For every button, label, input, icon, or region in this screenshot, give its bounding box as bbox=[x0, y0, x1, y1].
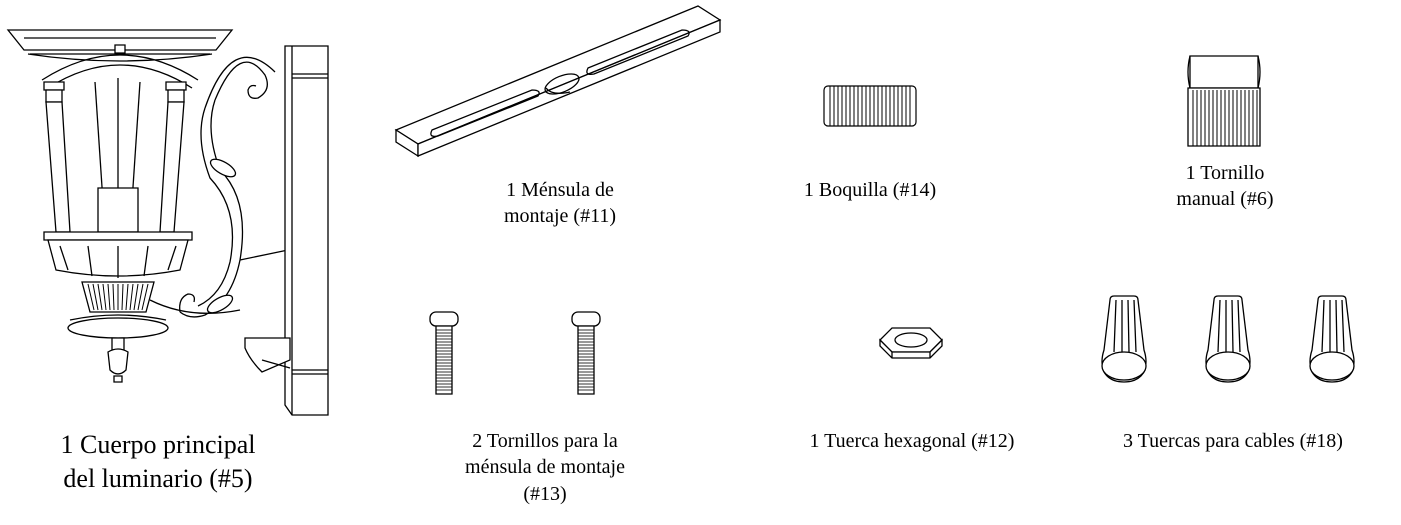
bracket-screw-drawing-1 bbox=[426, 308, 462, 398]
thumb-screw-label-line1: 1 Tornillo bbox=[1185, 162, 1265, 184]
thumb-screw-label: 1 Tornillo manual (#6) bbox=[1135, 160, 1315, 213]
wire-nut-drawing-1 bbox=[1098, 292, 1150, 386]
wire-nut-drawing-3 bbox=[1306, 292, 1358, 386]
lantern-fixture-drawing bbox=[0, 20, 340, 420]
nipple-label: 1 Boquilla (#14) bbox=[790, 177, 950, 203]
bracket-screws-label-line3: (#13) bbox=[523, 482, 567, 505]
main-body-label-line2: del luminario (#5) bbox=[63, 463, 253, 493]
bracket-screws-label-line1: 2 Tornillos para la bbox=[472, 430, 618, 452]
thumb-screw-drawing bbox=[1184, 52, 1264, 152]
hex-nut-label-line1: 1 Tuerca hexagonal (#12) bbox=[809, 430, 1015, 452]
wire-nuts-label-line1: 3 Tuercas para cables (#18) bbox=[1123, 430, 1343, 452]
main-body-label: 1 Cuerpo principal del luminario (#5) bbox=[38, 428, 278, 496]
hex-nut-drawing bbox=[876, 322, 946, 362]
nipple-drawing bbox=[820, 82, 920, 132]
main-body-label-line1: 1 Cuerpo principal bbox=[60, 430, 256, 459]
bracket-screws-label: 2 Tornillos para la ménsula de montaje (… bbox=[425, 428, 665, 507]
hex-nut-label: 1 Tuerca hexagonal (#12) bbox=[770, 428, 1054, 454]
bracket-label-line2: montaje (#11) bbox=[503, 205, 616, 228]
bracket-label-line1: 1 Ménsula de bbox=[506, 179, 614, 201]
wire-nut-drawing-2 bbox=[1202, 292, 1254, 386]
bracket-label: 1 Ménsula de montaje (#11) bbox=[450, 177, 670, 230]
thumb-screw-label-line2: manual (#6) bbox=[1176, 188, 1274, 211]
bracket-screw-drawing-2 bbox=[568, 308, 604, 398]
bracket-screws-label-line2: ménsula de montaje bbox=[465, 456, 625, 479]
nipple-label-line1: 1 Boquilla (#14) bbox=[803, 179, 937, 201]
mounting-bracket-drawing bbox=[392, 0, 722, 160]
wire-nuts-label: 3 Tuercas para cables (#18) bbox=[1080, 428, 1386, 454]
